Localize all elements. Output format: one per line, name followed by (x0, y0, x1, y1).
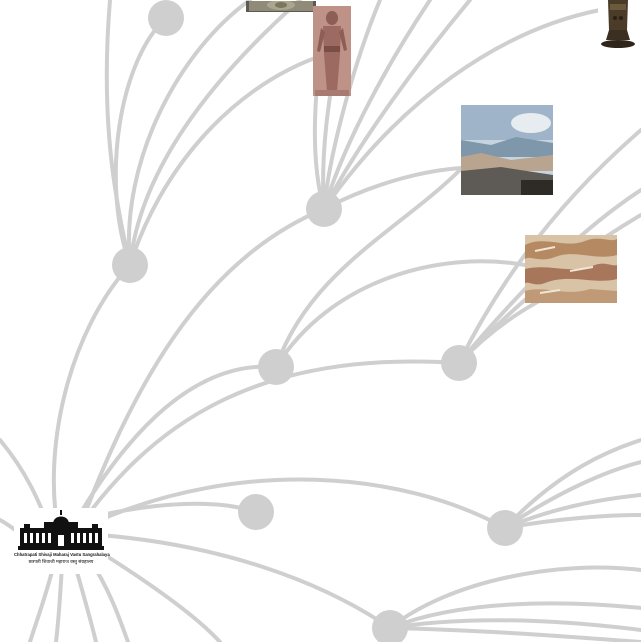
bronze-vessel-thumbnail[interactable] (598, 0, 638, 50)
landscape-painting-thumbnail[interactable] (461, 105, 553, 195)
edge (98, 533, 392, 630)
graph-node[interactable] (112, 247, 148, 283)
museum-name-marathi: छत्रपती शिवाजी महाराज वस्तु संग्रहालय (28, 559, 94, 564)
graph-node[interactable] (148, 0, 184, 36)
edge (503, 438, 641, 530)
sandstone-figure-image (313, 6, 351, 96)
edge (503, 493, 641, 530)
abstract-painting-image (525, 235, 617, 303)
edge (98, 477, 507, 530)
graph-node[interactable] (441, 345, 477, 381)
edge (54, 563, 64, 642)
edge (388, 618, 641, 632)
graph-node[interactable] (258, 349, 294, 385)
graph-node[interactable] (487, 510, 523, 546)
bronze-vessel-image (598, 0, 638, 50)
edge (322, 0, 472, 211)
stone-relief-image (246, 0, 316, 12)
edge (388, 565, 641, 630)
edge (51, 263, 132, 542)
edge (322, 0, 382, 211)
edge (68, 359, 461, 542)
edge (503, 460, 641, 530)
edge (274, 166, 464, 369)
museum-name-english: Chhatrapati Shivaji Maharaj Vastu Sangra… (14, 552, 110, 557)
edge (388, 601, 641, 630)
edge (128, 0, 302, 267)
abstract-painting-thumbnail[interactable] (525, 235, 617, 303)
edge (322, 166, 464, 211)
edge (388, 626, 641, 642)
edge (274, 259, 527, 369)
edge (322, 0, 432, 211)
graph-node[interactable] (306, 191, 342, 227)
edge (63, 364, 278, 542)
landscape-painting-image (461, 105, 553, 195)
edge (73, 563, 98, 642)
sandstone-figure-thumbnail[interactable] (313, 6, 351, 96)
graph-node[interactable] (238, 494, 274, 530)
graph-node[interactable] (372, 610, 408, 642)
edge (73, 207, 326, 542)
museum-logo-root-node[interactable]: Chhatrapati Shivaji Maharaj Vastu Sangra… (14, 508, 110, 574)
edge (103, 553, 222, 642)
edge (503, 513, 641, 530)
edge (128, 56, 317, 267)
stone-relief-thumbnail[interactable] (246, 0, 316, 12)
graph-nodes (112, 0, 523, 642)
museum-building-icon (14, 508, 108, 552)
edge (322, 8, 602, 211)
edge (104, 0, 132, 267)
edge (126, 0, 252, 267)
